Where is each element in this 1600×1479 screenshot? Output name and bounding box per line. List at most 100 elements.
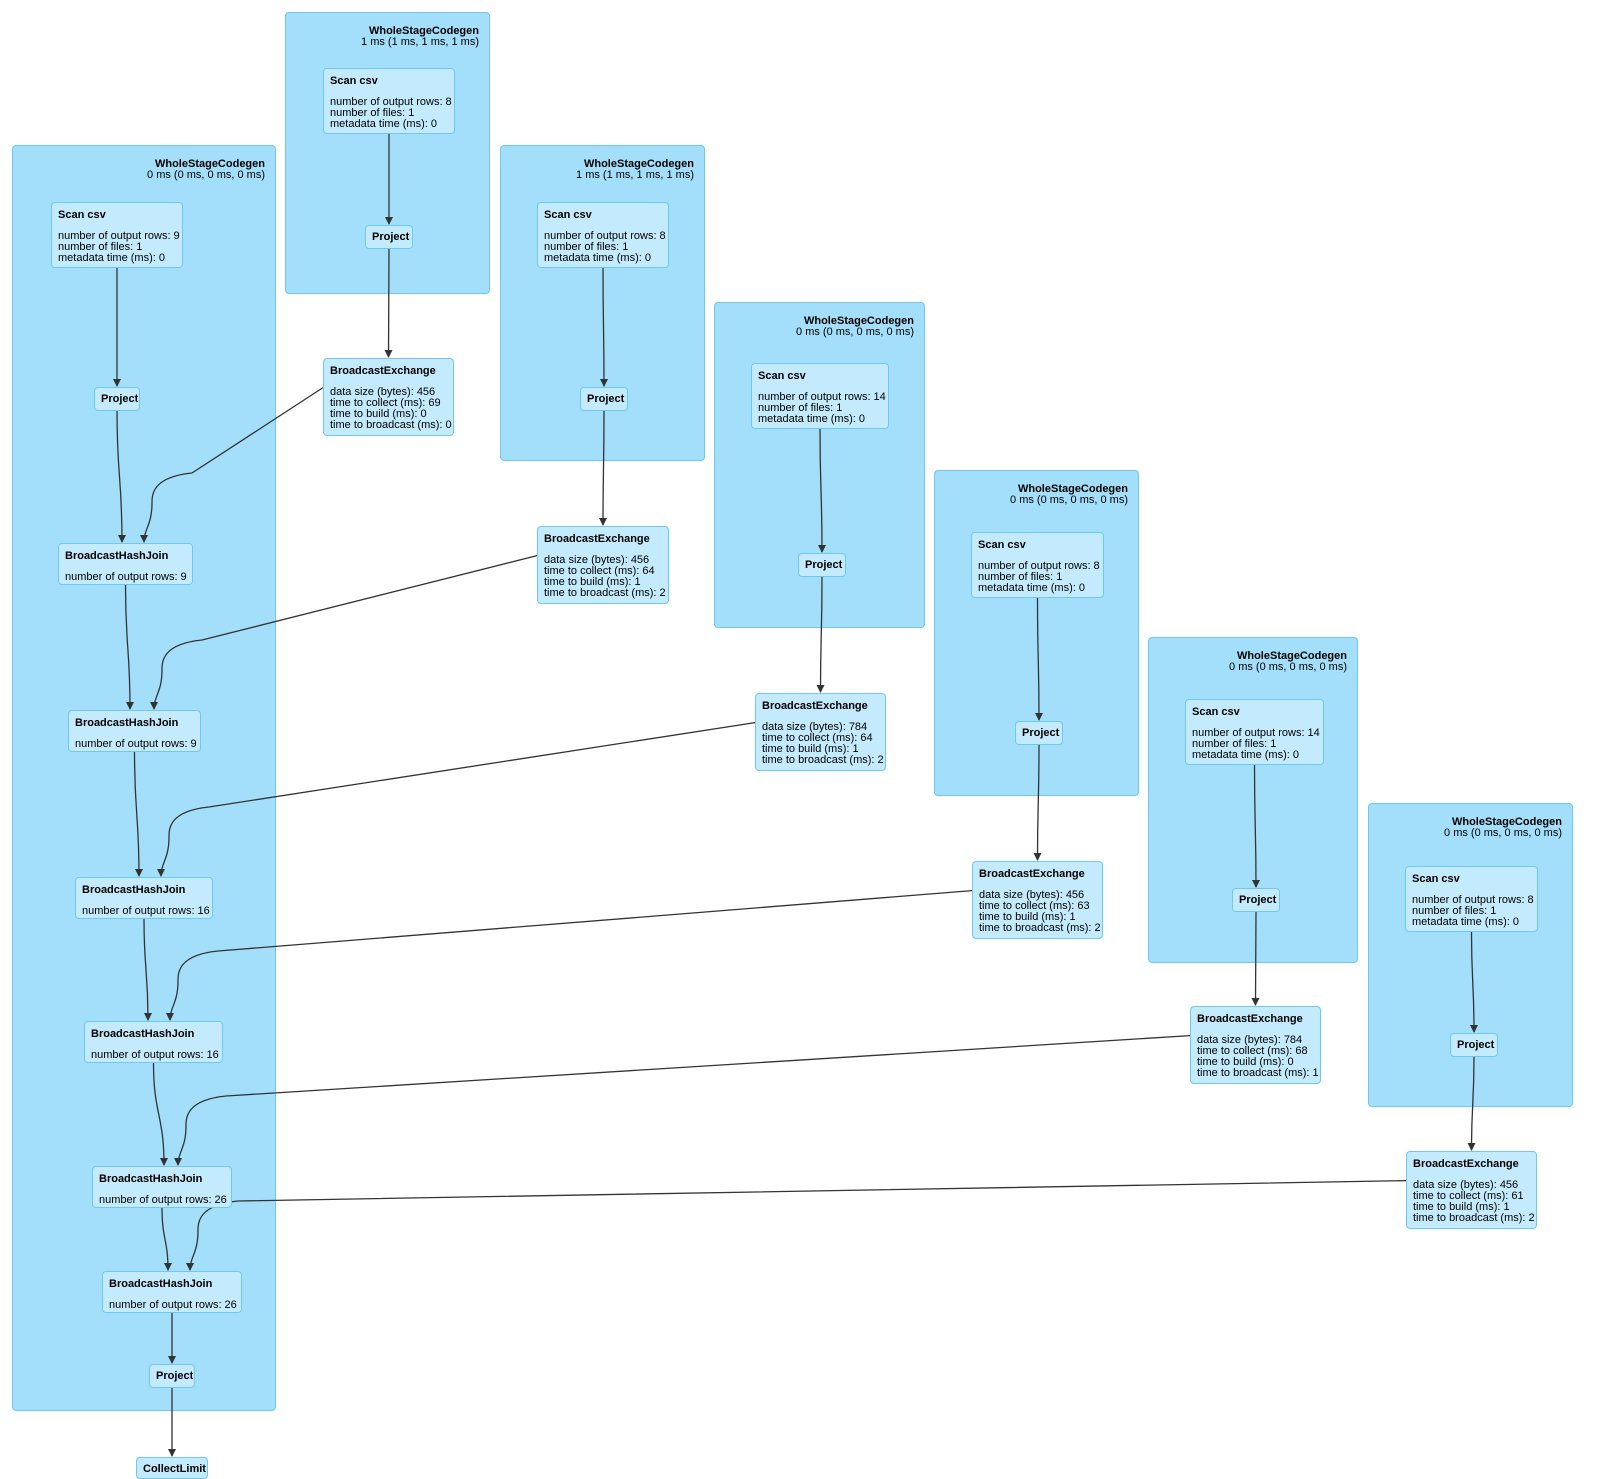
node-title: BroadcastHashJoin [65, 550, 169, 562]
node-metric: number of output rows: 9 [58, 230, 180, 242]
node-metric: time to collect (ms): 64 [762, 732, 873, 744]
node-title: Project [101, 393, 139, 405]
node-title: BroadcastExchange [979, 868, 1085, 880]
node-metrics: number of output rows: 26 [99, 1195, 227, 1206]
plan-node-project-d[interactable]: Project [798, 553, 846, 577]
node-title: Scan csv [758, 370, 806, 382]
plan-node-collect-limit[interactable]: CollectLimit [136, 1457, 208, 1479]
node-title: Scan csv [544, 209, 592, 221]
node-metric: time to build (ms): 1 [544, 576, 641, 588]
node-title: Project [1457, 1039, 1495, 1051]
node-metric: number of files: 1 [330, 107, 415, 119]
node-metrics: number of output rows: 26 [109, 1300, 237, 1311]
node-metric: number of output rows: 8 [330, 96, 452, 108]
plan-node-bhj-1[interactable]: BroadcastHashJoin number of output rows: … [58, 543, 193, 585]
plan-node-project-a[interactable]: Project [94, 387, 140, 411]
edge-bex-g-to-bhj-6 [186, 1179, 1407, 1271]
cluster-name: WholeStageCodegen [803, 315, 914, 327]
node-metric: time to collect (ms): 61 [1413, 1190, 1524, 1202]
node-metrics: number of output rows: 9 [65, 571, 187, 583]
node-metric: time to collect (ms): 63 [979, 900, 1090, 912]
plan-node-bhj-2[interactable]: BroadcastHashJoin number of output rows: … [68, 710, 201, 752]
node-metrics: number of output rows: 9 [75, 739, 197, 750]
cluster-name: WholeStageCodegen [1451, 816, 1562, 828]
cluster-duration: 0 ms (0 ms, 0 ms, 0 ms) [796, 326, 914, 338]
cluster-duration: 0 ms (0 ms, 0 ms, 0 ms) [1010, 494, 1128, 506]
node-metric: data size (bytes): 456 [330, 386, 436, 398]
node-metric: number of output rows: 9 [65, 571, 187, 583]
edge-bex-e-to-bhj-4 [166, 889, 973, 1021]
cluster-name: WholeStageCodegen [583, 158, 694, 170]
node-metric: metadata time (ms): 0 [758, 413, 865, 425]
node-metric: time to broadcast (ms): 2 [544, 587, 666, 599]
plan-node-project-e[interactable]: Project [1015, 721, 1063, 745]
node-title: BroadcastHashJoin [82, 884, 186, 896]
node-metric: number of output rows: 14 [758, 391, 886, 403]
node-metric: time to broadcast (ms): 1 [1197, 1067, 1319, 1079]
node-metric: time to build (ms): 1 [762, 743, 859, 755]
node-metric: number of output rows: 14 [1192, 727, 1320, 739]
node-title: Scan csv [1192, 706, 1240, 718]
plan-node-project-g[interactable]: Project [1450, 1033, 1498, 1057]
cluster-duration: 1 ms (1 ms, 1 ms, 1 ms) [361, 36, 479, 48]
plan-node-project-b[interactable]: Project [365, 225, 413, 249]
node-title: Project [1022, 727, 1060, 739]
plan-node-bhj-4[interactable]: BroadcastHashJoin number of output rows: … [84, 1021, 223, 1063]
plan-node-project-c[interactable]: Project [580, 387, 628, 411]
node-metric: metadata time (ms): 0 [1192, 749, 1299, 761]
node-metric: time to build (ms): 0 [1197, 1056, 1294, 1068]
node-metric: metadata time (ms): 0 [58, 252, 165, 264]
node-metric: number of output rows: 8 [1412, 894, 1534, 906]
node-metric: time to collect (ms): 68 [1197, 1045, 1308, 1057]
plan-node-project-final[interactable]: Project [149, 1364, 195, 1388]
node-metrics: number of output rows: 16 [91, 1050, 219, 1061]
plan-node-project-f[interactable]: Project [1232, 888, 1280, 912]
node-title: Project [805, 559, 843, 571]
node-title: BroadcastHashJoin [91, 1028, 195, 1040]
node-title: BroadcastHashJoin [75, 717, 179, 729]
cluster-name: WholeStageCodegen [1017, 483, 1128, 495]
node-title: Scan csv [978, 539, 1026, 551]
node-title: Scan csv [58, 209, 106, 221]
node-title: BroadcastExchange [544, 533, 650, 545]
node-metric: time to broadcast (ms): 2 [762, 754, 884, 766]
node-title: Project [1239, 894, 1277, 906]
node-metric: time to build (ms): 1 [1413, 1201, 1510, 1213]
node-metric: metadata time (ms): 0 [1412, 916, 1519, 928]
